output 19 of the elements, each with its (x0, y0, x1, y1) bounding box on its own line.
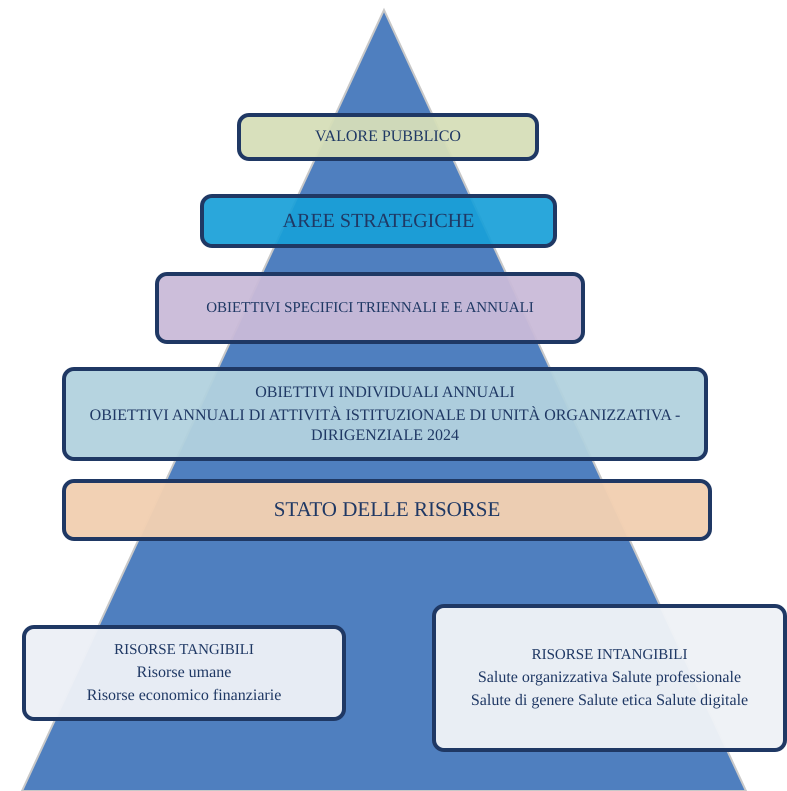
box-heading: RISORSE TANGIBILI (114, 640, 254, 659)
box-heading: STATO DELLE RISORSE (274, 497, 500, 523)
level-box (432, 604, 787, 752)
level-box (22, 625, 346, 721)
box-text: Salute organizzativa Salute professionale (478, 668, 742, 687)
level-box (155, 272, 585, 344)
box-text: OBIETTIVI ANNUALI DI ATTIVITÀ ISTITUZIONALE DI UNITÀ ORGANIZZATIVA -DIRIGENZIALE 2024 (88, 406, 682, 445)
box-heading: OBIETTIVI SPECIFICI TRIENNALI E E ANNUALI (206, 299, 534, 317)
level-box (62, 479, 712, 541)
box-heading: VALORE PUBBLICO (315, 127, 461, 147)
box-text: Risorse economico finanziarie (86, 686, 282, 706)
box-heading: RISORSE INTANGIBILI (532, 646, 688, 664)
box-text: Salute di genere Salute etica Salute digitale (470, 691, 748, 710)
box-heading: AREE STRATEGICHE (282, 209, 474, 233)
box-text: Risorse umane (136, 662, 232, 682)
box-heading: OBIETTIVI INDIVIDUALI ANNUALI (255, 383, 515, 402)
level-box (200, 194, 557, 248)
level-box (237, 113, 539, 161)
level-box (62, 367, 708, 461)
